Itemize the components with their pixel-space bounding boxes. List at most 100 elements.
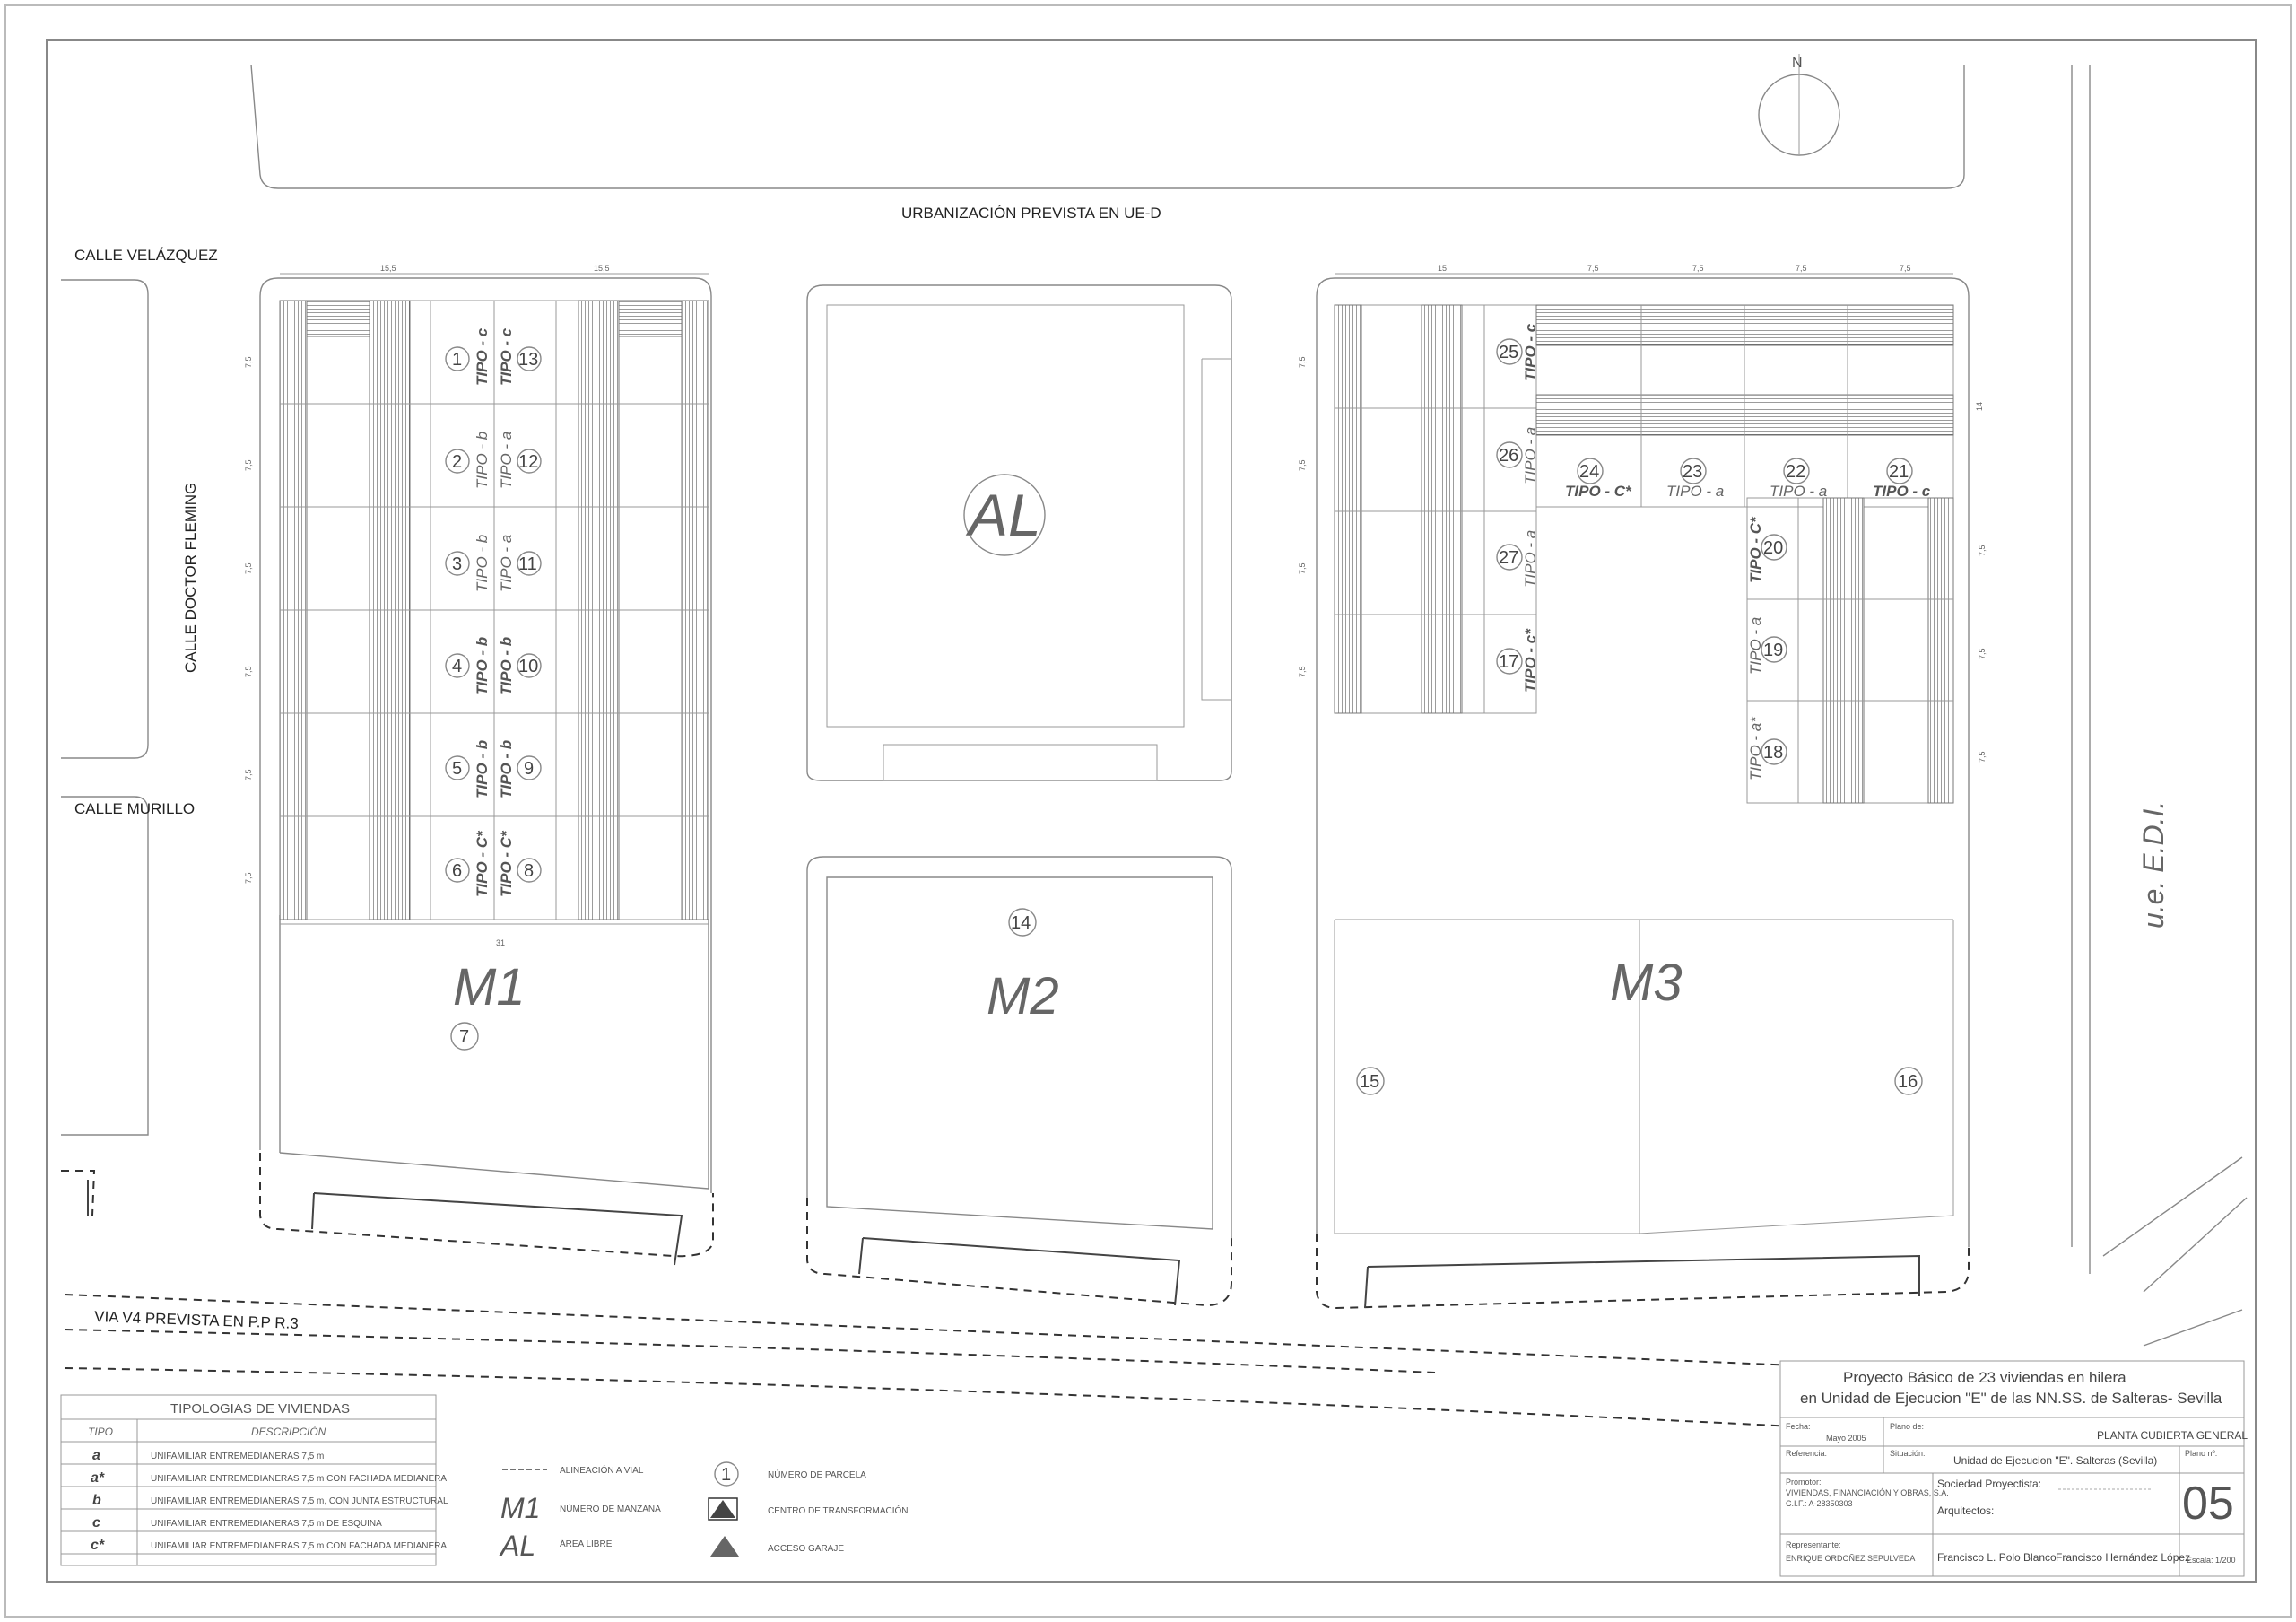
tb-representante-label: Representante: [1786, 1540, 1841, 1549]
legend-code: c [92, 1515, 100, 1530]
parcel-number: 21 [1889, 462, 1909, 482]
legend-desc: UNIFAMILIAR ENTREMEDIANERAS 7,5 m, CON J… [151, 1496, 448, 1506]
m3-dim-top: 7,5 [1692, 264, 1704, 273]
parcel-tipo: TIPO - a [1522, 427, 1539, 484]
parcel-number: 27 [1499, 548, 1518, 568]
parcel-tipo: TIPO - C* [1747, 516, 1764, 583]
parcel-number: 11 [518, 554, 537, 574]
parcel-item: 27 TIPO - a [1496, 530, 1539, 588]
symbol-area-libre-label: ÁREA LIBRE [560, 1538, 613, 1549]
street-murillo: CALLE MURILLO [74, 800, 195, 817]
parcel-number: 4 [452, 657, 462, 676]
parcel-tipo: TIPO - a [498, 432, 515, 489]
parcel-number: 13 [518, 350, 538, 370]
m1-dim-top-left: 15,5 [380, 264, 396, 273]
street-urbanizacion: URBANIZACIÓN PREVISTA EN UE-D [901, 205, 1161, 222]
parcel-tipo: TIPO - a [1747, 617, 1764, 675]
street-velazquez: CALLE VELÁZQUEZ [74, 247, 218, 264]
m3-dim-side: 7,5 [1298, 562, 1307, 574]
m3-dim-side: 7,5 [1978, 751, 1987, 763]
parcel-item: 23 TIPO - a [1666, 458, 1724, 500]
parcel-tipo: TIPO - a* [1747, 716, 1764, 780]
tb-referencia-label: Referencia: [1786, 1449, 1827, 1458]
via-v4-dashed-lines [64, 1294, 1795, 1427]
parcel-number: 17 [1499, 652, 1518, 672]
parcel-number: 6 [452, 861, 462, 881]
tb-arquitectos-label: Arquitectos: [1937, 1504, 1994, 1517]
parcel-tipo: TIPO - b [498, 740, 515, 798]
parcel-tipo: TIPO - c* [1522, 628, 1539, 693]
parcel-number: 1 [452, 350, 462, 370]
m3-dim-top: 15 [1438, 264, 1447, 273]
symbol-transformacion-label: CENTRO DE TRANSFORMACIÓN [768, 1504, 909, 1516]
m1-dim-side: 7,5 [244, 356, 253, 368]
block-m2: M2 14 [806, 856, 1232, 1307]
m3-dim-top: 7,5 [1796, 264, 1807, 273]
m3-dim-side: 7,5 [1978, 545, 1987, 556]
symbol-garaje-label: ACCESO GARAJE [768, 1544, 844, 1554]
parcel-row: 2 TIPO - b TIPO - a 12 [445, 432, 542, 489]
legend-code: c* [91, 1538, 105, 1553]
garage-access-icon [710, 1536, 739, 1557]
inner-frame [46, 39, 2257, 1583]
parcel-number: 3 [452, 554, 462, 574]
m1-dim-side: 7,5 [244, 459, 253, 471]
parcel-number: 5 [452, 759, 462, 779]
parcel-row: 1 TIPO - c TIPO - c 13 [445, 327, 542, 386]
tb-plano-n: 05 [2182, 1478, 2234, 1530]
title-block: Proyecto Básico de 23 viviendas en hiler… [1779, 1360, 2248, 1577]
parcel-number: 7 [459, 1027, 469, 1047]
parcel-tipo: TIPO - a [1522, 530, 1539, 588]
m1-dim-side: 7,5 [244, 666, 253, 677]
parcel-item: 17 TIPO - c* [1496, 628, 1539, 693]
street-ue-edi: u.e. E.D.I. [2137, 801, 2170, 929]
parcel-tipo: TIPO - a [498, 535, 515, 592]
m3-dim-side: 14 [1975, 402, 1984, 411]
tb-situacion-label: Situación: [1890, 1449, 1926, 1458]
tb-fecha: Mayo 2005 [1826, 1434, 1866, 1443]
symbol-alineacion-label: ALINEACIÓN A VIAL [560, 1464, 644, 1476]
m1-dim-bottom: 31 [496, 938, 505, 947]
tb-arquitecto-2: Francisco Hernández López [2056, 1551, 2190, 1564]
tb-representante: ENRIQUE ORDOÑEZ SEPULVEDA [1786, 1554, 1915, 1563]
parcel-tipo: TIPO - b [474, 637, 491, 695]
legend-desc: UNIFAMILIAR ENTREMEDIANERAS 7,5 m CON FA… [151, 1541, 447, 1551]
tb-sociedad-label: Sociedad Proyectista: [1937, 1478, 2041, 1490]
road-curbs [61, 64, 2248, 1347]
parcel-number: 8 [524, 861, 534, 881]
svg-text:N: N [1792, 56, 1803, 71]
m1-parcel-labels: 1 TIPO - c TIPO - c 13 2 TIPO - b TIPO -… [445, 327, 542, 897]
symbol-manzana-label: NÚMERO DE MANZANA [560, 1503, 661, 1514]
tb-plano-n-label: Plano nº: [2185, 1449, 2217, 1458]
parcel-item: 19 TIPO - a [1747, 617, 1787, 675]
parcel-tipo: TIPO - b [474, 432, 491, 489]
m3-parcel-labels: 25 TIPO - c 26 TIPO - a 27 TIPO - a 17 T… [1496, 323, 1931, 780]
parcel-number: 9 [524, 759, 534, 779]
parcel-item: 22 TIPO - a [1770, 458, 1827, 500]
legend-col-tipo: TIPO [88, 1426, 113, 1438]
parcel-number: 25 [1499, 343, 1518, 362]
parcel-item: 25 TIPO - c [1496, 323, 1539, 381]
parcel-number: 18 [1763, 743, 1783, 763]
tb-fecha-label: Fecha: [1786, 1422, 1811, 1431]
legend-header: TIPOLOGIAS DE VIVIENDAS [170, 1401, 350, 1417]
parcel-7: 7 [450, 1022, 479, 1051]
outer-frame [4, 4, 2292, 1618]
parcel-number: 24 [1579, 462, 1599, 482]
block-label-al: AL [965, 482, 1041, 548]
parcel-item: 26 TIPO - a [1496, 427, 1539, 484]
parcel-item: 18 TIPO - a* [1747, 716, 1787, 780]
m3-dim-top: 7,5 [1587, 264, 1599, 273]
tb-promotor-label: Promotor: [1786, 1478, 1822, 1487]
legend-code: a [92, 1448, 100, 1463]
parcel-item: 24 TIPO - C* [1565, 458, 1632, 500]
block-label-m1: M1 [453, 958, 526, 1016]
tb-title-1: Proyecto Básico de 23 viviendas en hiler… [1843, 1369, 2126, 1386]
parcel-number: 20 [1763, 538, 1783, 558]
parcel-tipo: TIPO - c [1522, 323, 1539, 381]
parcel-tipo: TIPO - C* [474, 830, 491, 897]
tb-arquitecto-1: Francisco L. Polo Blanco [1937, 1551, 2057, 1564]
legend-code: a* [91, 1470, 105, 1486]
block-label-m2: M2 [987, 967, 1059, 1025]
transformer-icon [708, 1497, 738, 1521]
